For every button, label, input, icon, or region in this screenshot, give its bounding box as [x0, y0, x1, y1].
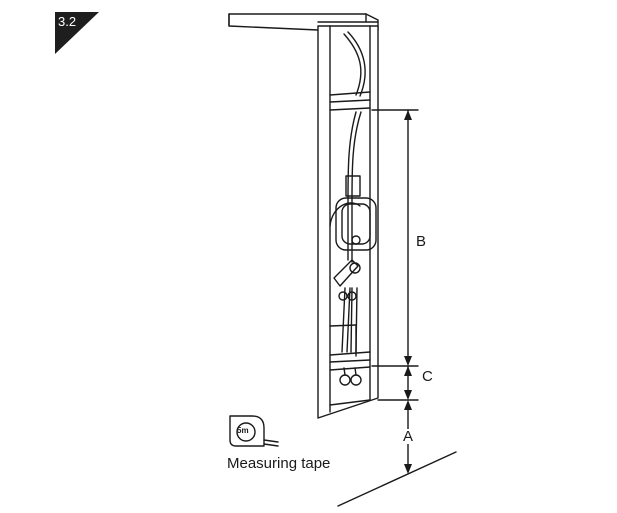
floor-line — [337, 451, 457, 507]
dimension-b-line — [371, 109, 419, 363]
arrow-b-bottom — [404, 356, 412, 366]
arrow-c-bottom — [404, 390, 412, 400]
measuring-tape-icon — [229, 415, 279, 447]
arrow-c-top — [404, 366, 412, 376]
arrow-b-top — [404, 110, 412, 120]
arrow-a-top — [404, 400, 412, 410]
measuring-tape-caption: Measuring tape — [227, 455, 331, 472]
dimension-a-label: A — [401, 428, 416, 445]
dimension-c-label: C — [420, 368, 435, 385]
tape-size-label: 5m — [237, 426, 249, 435]
step-badge-label: 3.2 — [58, 14, 77, 29]
arrow-a-bottom — [404, 464, 412, 474]
step-badge-shape — [55, 12, 99, 54]
internal-hoses — [329, 31, 377, 386]
dimension-b-label: B — [414, 233, 429, 250]
